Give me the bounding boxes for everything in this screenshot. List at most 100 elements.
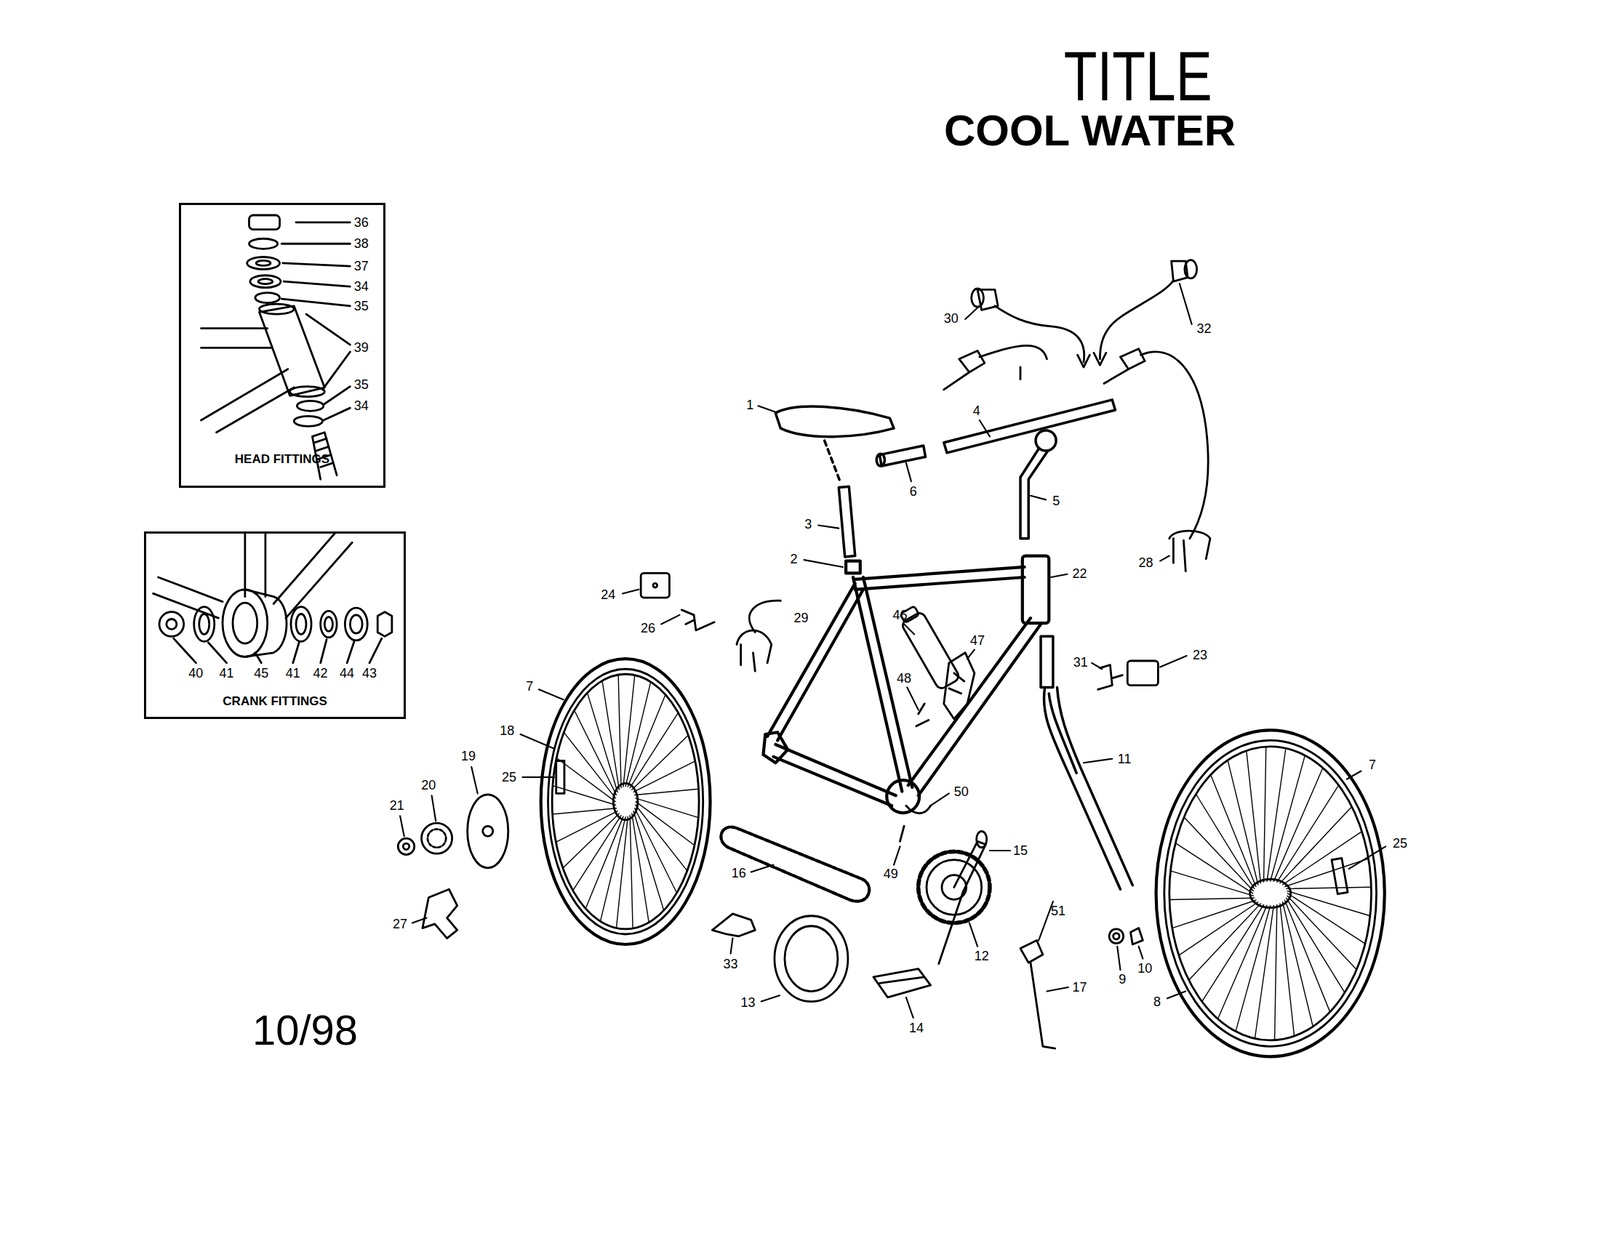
spokes bbox=[634, 808, 678, 894]
drivetrain bbox=[720, 827, 870, 902]
callout-number: 2 bbox=[790, 552, 798, 566]
brakes bbox=[1093, 352, 1107, 366]
callout-number: 33 bbox=[723, 957, 739, 971]
brakes bbox=[1141, 352, 1209, 539]
callout-number: 12 bbox=[974, 949, 990, 963]
date-code: 10/98 bbox=[252, 1009, 358, 1052]
callout-number: 31 bbox=[1073, 656, 1088, 670]
crank-fittings-drawing bbox=[159, 612, 184, 638]
spokes bbox=[1264, 746, 1267, 883]
leader-lines bbox=[1050, 574, 1067, 578]
leader-lines bbox=[522, 776, 554, 779]
head-fittings-drawing bbox=[282, 263, 351, 267]
head-fittings-drawing bbox=[258, 279, 273, 285]
inset-box: HEAD FITTINGS bbox=[178, 202, 387, 488]
callout-number: 7 bbox=[525, 680, 534, 694]
head-fittings-drawing bbox=[201, 215, 351, 480]
leader-lines bbox=[1160, 656, 1187, 667]
brakes bbox=[736, 630, 772, 672]
cockpit bbox=[824, 440, 841, 484]
leader-lines bbox=[1030, 496, 1046, 501]
front-wheel bbox=[1331, 858, 1348, 894]
spokes bbox=[556, 757, 616, 802]
head-fittings-drawing bbox=[201, 327, 268, 330]
frame bbox=[845, 561, 861, 574]
callout-number: 45 bbox=[253, 666, 269, 680]
leader-lines bbox=[1179, 283, 1192, 325]
callout-number: 29 bbox=[793, 611, 808, 625]
leader-lines bbox=[661, 615, 680, 625]
callout-number: 23 bbox=[1192, 648, 1208, 662]
spokes bbox=[1266, 748, 1286, 882]
spokes bbox=[574, 710, 617, 796]
spokes bbox=[587, 693, 619, 793]
callout-number: 34 bbox=[354, 280, 369, 294]
callout-number: 37 bbox=[354, 259, 369, 273]
spokes bbox=[1254, 905, 1274, 1039]
leader-lines bbox=[432, 795, 437, 822]
crank-fittings-drawing bbox=[208, 642, 227, 664]
leader-lines bbox=[400, 816, 405, 837]
cockpit bbox=[775, 400, 1115, 558]
spokes bbox=[618, 674, 622, 789]
callout-number: 25 bbox=[1392, 837, 1408, 851]
subtitle: COOL WATER bbox=[944, 109, 1236, 153]
crank-fittings-drawing bbox=[285, 542, 352, 619]
accessories bbox=[906, 805, 931, 814]
head-fittings-drawing bbox=[216, 387, 295, 433]
leader-lines bbox=[1167, 992, 1186, 1000]
leader-lines bbox=[400, 283, 1386, 1019]
callout-number: 25 bbox=[501, 770, 517, 784]
callout-number: 35 bbox=[354, 378, 369, 392]
frame bbox=[855, 577, 1025, 590]
callout-number: 13 bbox=[740, 996, 755, 1010]
head-fittings-drawing bbox=[296, 400, 323, 411]
spokes bbox=[552, 808, 617, 815]
head-fittings-drawing bbox=[281, 242, 350, 246]
spokes bbox=[1282, 902, 1314, 1027]
drivetrain bbox=[1113, 933, 1120, 940]
spokes bbox=[1195, 794, 1254, 889]
spokes bbox=[625, 682, 651, 787]
callout-number: 46 bbox=[892, 608, 907, 622]
callout-number: 20 bbox=[421, 778, 436, 792]
spokes bbox=[634, 789, 699, 795]
spokes bbox=[632, 735, 688, 790]
crank-fittings-drawing bbox=[273, 533, 335, 605]
spokes bbox=[573, 816, 622, 891]
head-fittings-drawing bbox=[283, 281, 350, 287]
brakes bbox=[749, 600, 781, 633]
head-fittings-drawing bbox=[247, 257, 280, 270]
brakes bbox=[1099, 280, 1174, 360]
callout-number: 48 bbox=[896, 672, 912, 686]
callout-number: 4 bbox=[973, 404, 981, 418]
spokes bbox=[1282, 832, 1363, 886]
crank-fittings-drawing bbox=[194, 607, 215, 643]
crank-fittings-drawing bbox=[232, 602, 258, 644]
drivetrain bbox=[938, 891, 964, 965]
callout-number: 51 bbox=[1050, 904, 1066, 918]
accessories bbox=[640, 573, 1158, 842]
spokes bbox=[1210, 775, 1256, 888]
callout-number: 40 bbox=[188, 666, 203, 680]
callout-number: 49 bbox=[883, 867, 899, 881]
frame bbox=[767, 583, 856, 736]
leader-lines bbox=[1349, 846, 1387, 870]
spokes bbox=[629, 712, 678, 788]
spokes bbox=[1285, 858, 1369, 887]
brakes bbox=[1184, 260, 1198, 279]
inset-caption: HEAD FITTINGS bbox=[234, 453, 330, 467]
rear-hub-parts bbox=[402, 843, 409, 850]
crank-fittings-drawing bbox=[243, 533, 246, 598]
accessories bbox=[640, 573, 670, 598]
leader-lines bbox=[1346, 771, 1362, 780]
leader-lines bbox=[967, 650, 975, 660]
rear-hub-parts bbox=[421, 823, 453, 854]
drivetrain bbox=[954, 841, 986, 892]
crank-fittings-drawing bbox=[377, 612, 392, 638]
crank-fittings-drawing bbox=[199, 613, 210, 635]
frame bbox=[886, 780, 920, 814]
leader-lines bbox=[622, 589, 639, 595]
brakes bbox=[1104, 349, 1145, 384]
callout-number: 50 bbox=[954, 785, 969, 799]
